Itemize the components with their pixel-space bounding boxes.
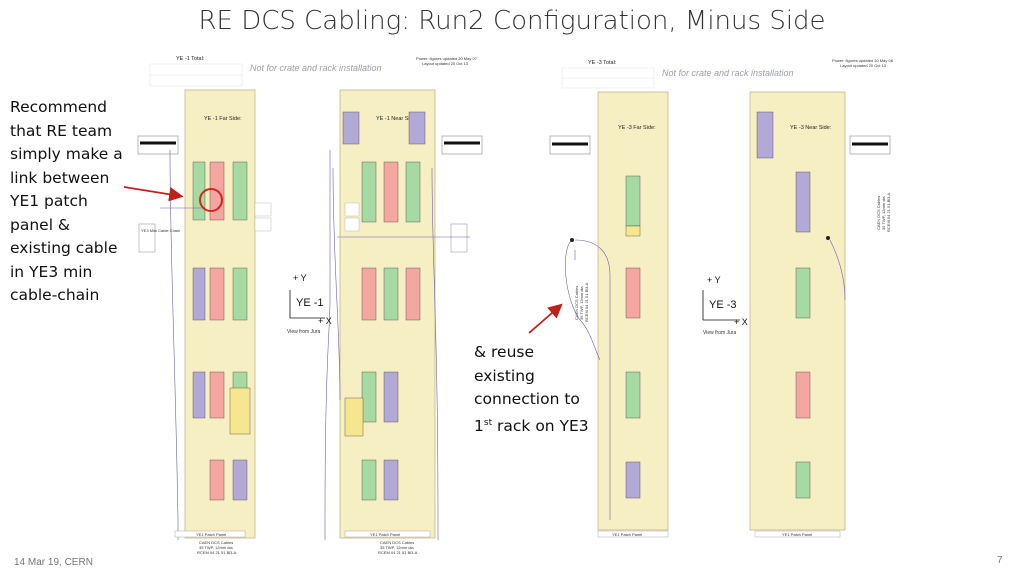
right-cable-node-right — [826, 236, 830, 240]
right-layout-note: Layout updated 20 Oct 13 — [840, 63, 887, 68]
svg-text:CAEN DCS Cables: CAEN DCS Cables — [574, 286, 579, 320]
left-patch-panel-a: YE1 Patch Panel — [196, 532, 226, 537]
left-caen-a3: RCEM 04 21 51 Bl3-A — [197, 550, 237, 555]
right-side-boxes — [549, 135, 891, 155]
left-caen-b3: RCEM 04 21 51 Bl3-A — [378, 550, 418, 555]
left-axis-name: YE -1 — [296, 297, 324, 309]
left-red-arrow — [123, 186, 184, 202]
right-axis-plus-x: + X — [734, 317, 748, 327]
right-patch-panels: YE1 Patch Panel YE1 Patch Panel — [597, 530, 841, 538]
right-cables — [565, 239, 846, 520]
right-crate-note: Not for crate and rack installation — [662, 68, 794, 78]
svg-text:CAEN DCS Cables: CAEN DCS Cables — [876, 196, 881, 230]
svg-text:RCEM 04 21 51 Bl3-A: RCEM 04 21 51 Bl3-A — [584, 282, 589, 322]
svg-text:35 TWP, 12mm dia: 35 TWP, 12mm dia — [881, 196, 886, 230]
left-far-side-label: YE -1 Far Side: — [204, 116, 242, 122]
right-view-label: View from Jura — [703, 330, 736, 336]
left-near-racks — [342, 111, 426, 501]
left-axis-plus-x: + X — [318, 316, 332, 326]
right-axis: + Y YE -3 + X View from Jura — [702, 275, 748, 336]
left-axis: + Y YE -1 + X View from Jura — [287, 273, 332, 335]
left-axis-plus-y: + Y — [293, 273, 307, 283]
left-crate-note: Not for crate and rack installation — [250, 63, 382, 73]
right-cable-node-left — [570, 238, 574, 242]
page-title: RE DCS Cabling: Run2 Configuration, Minu… — [198, 6, 826, 36]
left-patch-panels: YE1 Patch Panel YE1 Patch Panel CAEN DCS… — [174, 530, 431, 555]
left-caen-a2: 35 TWP, 12mm dia — [199, 545, 233, 550]
svg-text:RCEM 04 21 51 Bl3-A: RCEM 04 21 51 Bl3-A — [886, 192, 891, 232]
right-patch-panel-b: YE1 Patch Panel — [782, 532, 812, 537]
footer-date: 14 Mar 19, CERN — [14, 557, 93, 568]
left-near-side-label: YE -1 Near Side: — [376, 116, 418, 122]
right-diagram: YE -3 Total: Power: figures updated 20 M… — [528, 58, 894, 538]
right-annotation: & reuse existing connection to 1st rack … — [474, 343, 589, 435]
right-near-side-label: YE -3 Near Side: — [790, 125, 832, 131]
right-near-racks — [756, 111, 811, 499]
left-cable-chain-label: YE3 Mini Cable Chain — [141, 228, 180, 233]
left-caen-b1: CAEN DCS Cables — [380, 540, 414, 545]
right-power-note: Power: figures updated 20 May 08 — [832, 58, 894, 63]
left-patch-panel-b: YE1 Patch Panel — [370, 532, 400, 537]
right-patch-panel-a: YE1 Patch Panel — [612, 532, 642, 537]
left-cable-chain-boxes: YE3 Mini Cable Chain — [137, 135, 483, 253]
right-axis-plus-y: + Y — [707, 275, 721, 285]
right-caen-rotated-left: CAEN DCS Cables 35 TWP, 12mm dia RCEM 04… — [574, 282, 589, 322]
right-red-arrow — [528, 303, 563, 334]
page-number: 7 — [997, 555, 1003, 566]
left-caen-a1: CAEN DCS Cables — [199, 540, 233, 545]
left-total-label: YE -1 Total: — [176, 56, 205, 62]
left-caen-b2: 35 TWP, 12mm dia — [380, 545, 414, 550]
highlight-circle — [199, 188, 223, 212]
right-far-racks — [625, 175, 641, 499]
right-far-side-label: YE -3 Far Side: — [618, 125, 656, 131]
left-diagram: YE -1 Total: Power: figures updated 20 M… — [123, 56, 483, 555]
right-caen-rotated-right: CAEN DCS Cables 35 TWP, 12mm dia RCEM 04… — [876, 192, 891, 232]
left-power-note: Power: figures updated 20 May 07 — [416, 56, 478, 61]
left-total-table — [149, 63, 243, 87]
left-annotation: Recommend that RE team simply make a lin… — [10, 98, 123, 304]
left-view-label: View from Jura — [287, 329, 320, 335]
svg-text:35 TWP, 12mm dia: 35 TWP, 12mm dia — [579, 286, 584, 320]
left-layout-note: Layout updated 20 Oct 13 — [422, 61, 469, 66]
right-total-table — [561, 67, 655, 89]
right-total-label: YE -3 Total: — [588, 60, 617, 66]
right-axis-name: YE -3 — [709, 299, 737, 311]
